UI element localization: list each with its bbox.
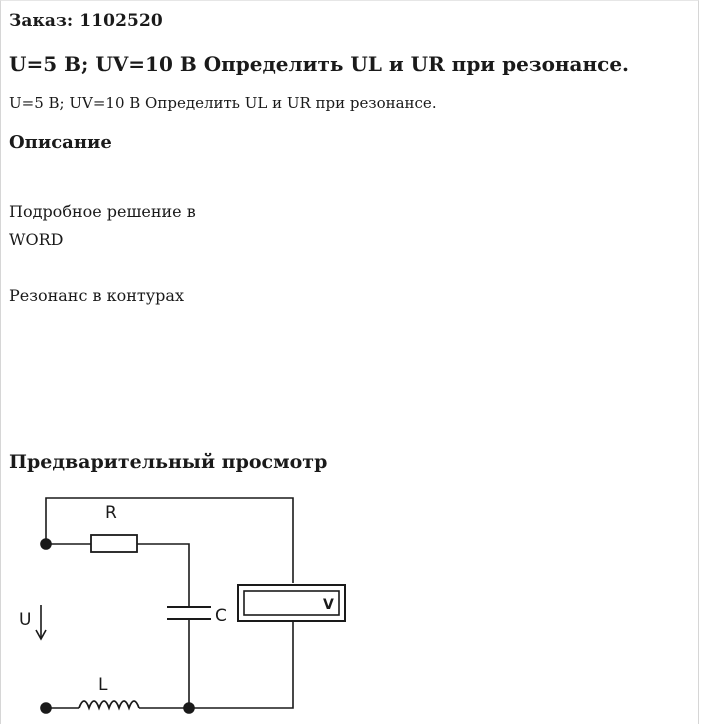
voltmeter-outer xyxy=(237,584,346,622)
description-line: Подробное решение в xyxy=(9,202,196,221)
terminal-bottom xyxy=(40,702,52,714)
wire-right xyxy=(189,621,294,709)
inductor xyxy=(78,700,140,711)
label-u: U xyxy=(19,610,31,630)
voltmeter-inner xyxy=(243,590,340,616)
label-c: C xyxy=(215,606,227,626)
label-r: R xyxy=(105,503,117,523)
voltage-arrow-head xyxy=(35,629,47,641)
resistor xyxy=(90,534,138,553)
order-number: Заказ: 1102520 xyxy=(9,11,163,31)
preview-heading: Предварительный просмотр xyxy=(9,451,328,473)
label-l: L xyxy=(98,675,108,695)
node-bottom xyxy=(183,702,195,714)
wire-top xyxy=(45,497,294,583)
wire-r-right xyxy=(137,543,190,607)
page-subtitle: U=5 В; UV=10 В Определить UL и UR при ре… xyxy=(9,94,437,112)
description-spacer xyxy=(9,254,196,282)
page-title: U=5 В; UV=10 В Определить UL и UR при ре… xyxy=(9,52,630,76)
description-heading: Описание xyxy=(9,132,112,153)
label-v: V xyxy=(323,597,334,613)
terminal-top xyxy=(40,538,52,550)
description-body: Подробное решение в WORD Резонанс в конт… xyxy=(9,198,196,310)
description-line: Резонанс в контурах xyxy=(9,286,184,305)
description-line: WORD xyxy=(9,230,64,249)
circuit-diagram: R C L U V xyxy=(19,497,346,714)
